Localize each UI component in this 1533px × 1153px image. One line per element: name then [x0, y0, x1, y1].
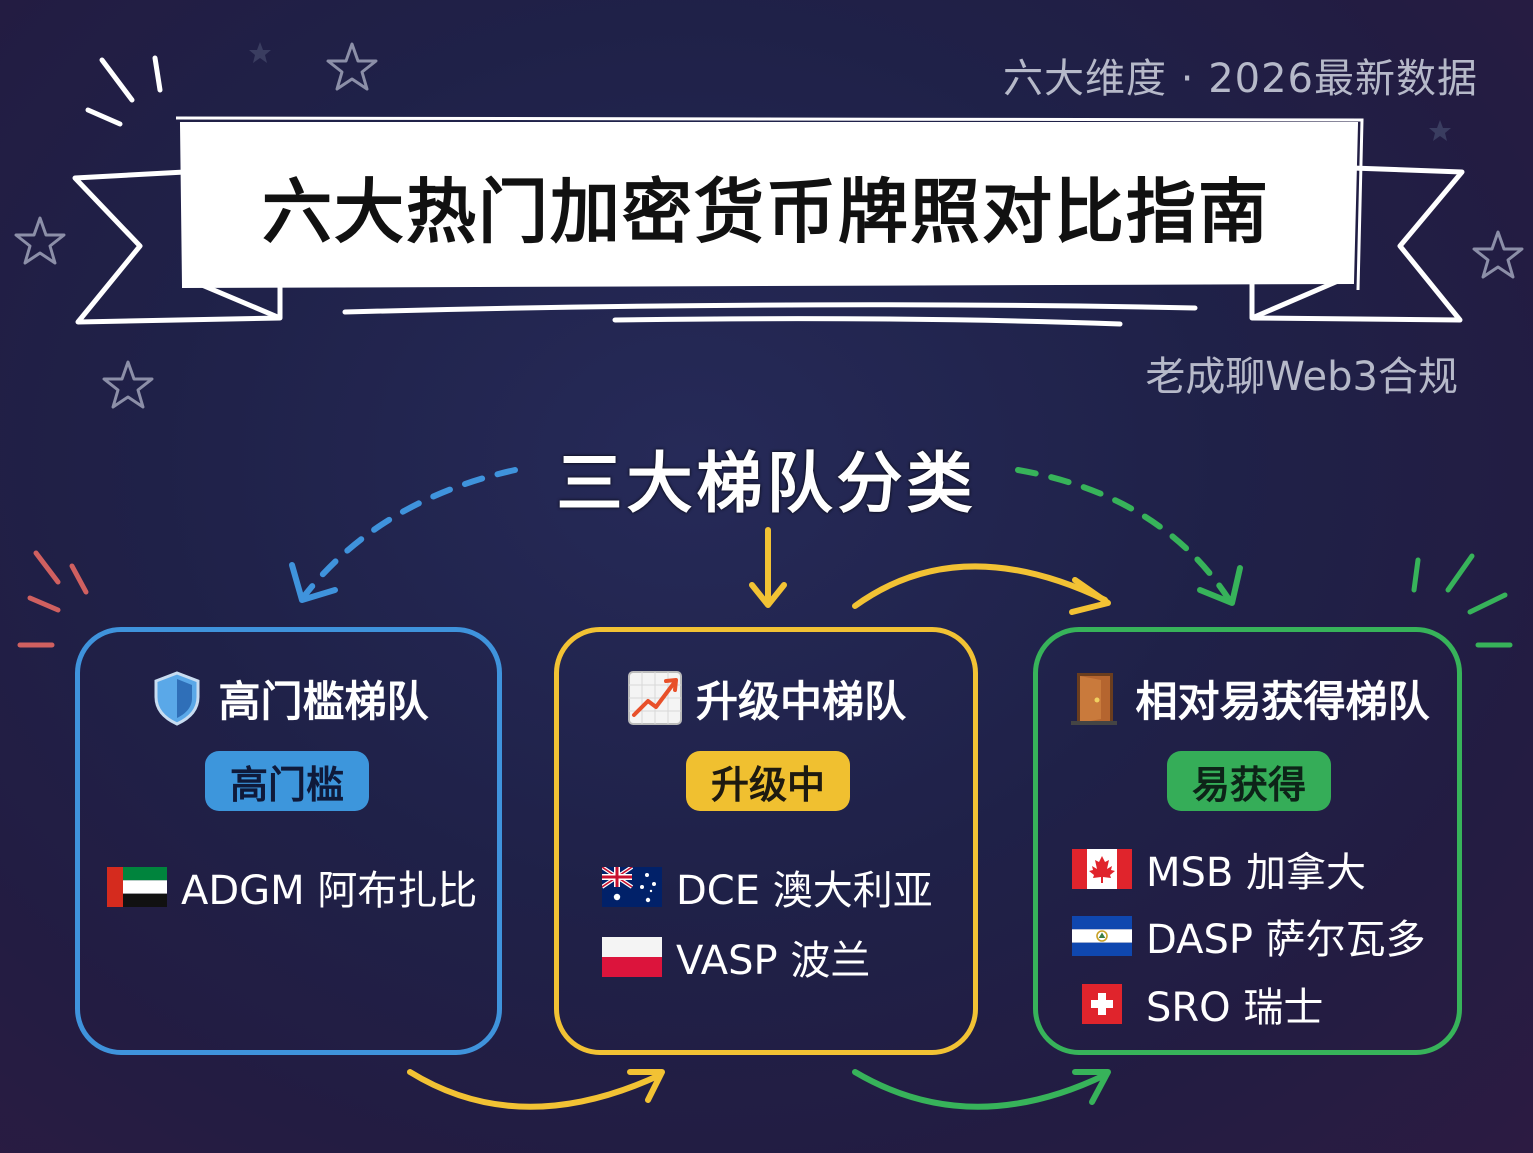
switzerland-flag-icon [1082, 984, 1122, 1024]
tier-heading-easy: 相对易获得梯队 [1033, 668, 1462, 728]
tier-card-easy [1033, 627, 1462, 1055]
section-title: 三大梯队分类 [556, 445, 977, 522]
tier-badge: 高门槛 [205, 751, 369, 811]
license-item: MSB 加拿大 [1072, 840, 1366, 898]
tier-card-upgrading [554, 627, 978, 1055]
license-label: VASP 波兰 [676, 938, 871, 984]
license-item: DCE 澳大利亚 [602, 858, 933, 916]
tier-heading-high-threshold: 高门槛梯队 [75, 668, 502, 728]
tier-name: 高门槛梯队 [218, 676, 429, 726]
star-icon [14, 216, 66, 265]
tier-name: 升级中梯队 [695, 676, 906, 726]
license-label: ADGM 阿布扎比 [181, 868, 478, 914]
tier-badge: 升级中 [686, 751, 850, 811]
tier-badge: 易获得 [1167, 751, 1331, 811]
poland-flag-icon [602, 937, 662, 977]
license-item: ADGM 阿布扎比 [107, 858, 477, 916]
australia-flag-icon [602, 867, 662, 907]
uae-flag-icon [107, 867, 167, 907]
canada-flag-icon [1072, 849, 1132, 889]
license-label: SRO 瑞士 [1146, 985, 1324, 1031]
star-icon [1429, 120, 1451, 141]
tier-heading-upgrading: 升级中梯队 [554, 668, 978, 728]
door-icon [1071, 673, 1118, 725]
shield-icon [154, 671, 200, 726]
license-label: MSB 加拿大 [1146, 850, 1367, 896]
license-label: DCE 澳大利亚 [676, 868, 933, 914]
el-salvador-flag-icon [1072, 916, 1132, 956]
header-tag: 六大维度 · 2026最新数据 [1003, 56, 1478, 102]
tier-name: 相对易获得梯队 [1135, 676, 1430, 726]
license-item: DASP 萨尔瓦多 [1072, 907, 1426, 965]
author-credit: 老成聊Web3合规 [1145, 354, 1458, 400]
tier-card-high-threshold [75, 627, 502, 1055]
license-label: DASP 萨尔瓦多 [1146, 917, 1426, 963]
license-item: VASP 波兰 [602, 928, 870, 986]
star-icon [102, 360, 154, 409]
page-title: 六大热门加密货币牌照对比指南 [262, 170, 1270, 253]
star-icon [326, 42, 378, 91]
star-icon [249, 42, 271, 63]
license-item: SRO 瑞士 [1072, 975, 1323, 1033]
star-icon [1472, 230, 1524, 279]
chart-increasing-icon [627, 671, 682, 725]
